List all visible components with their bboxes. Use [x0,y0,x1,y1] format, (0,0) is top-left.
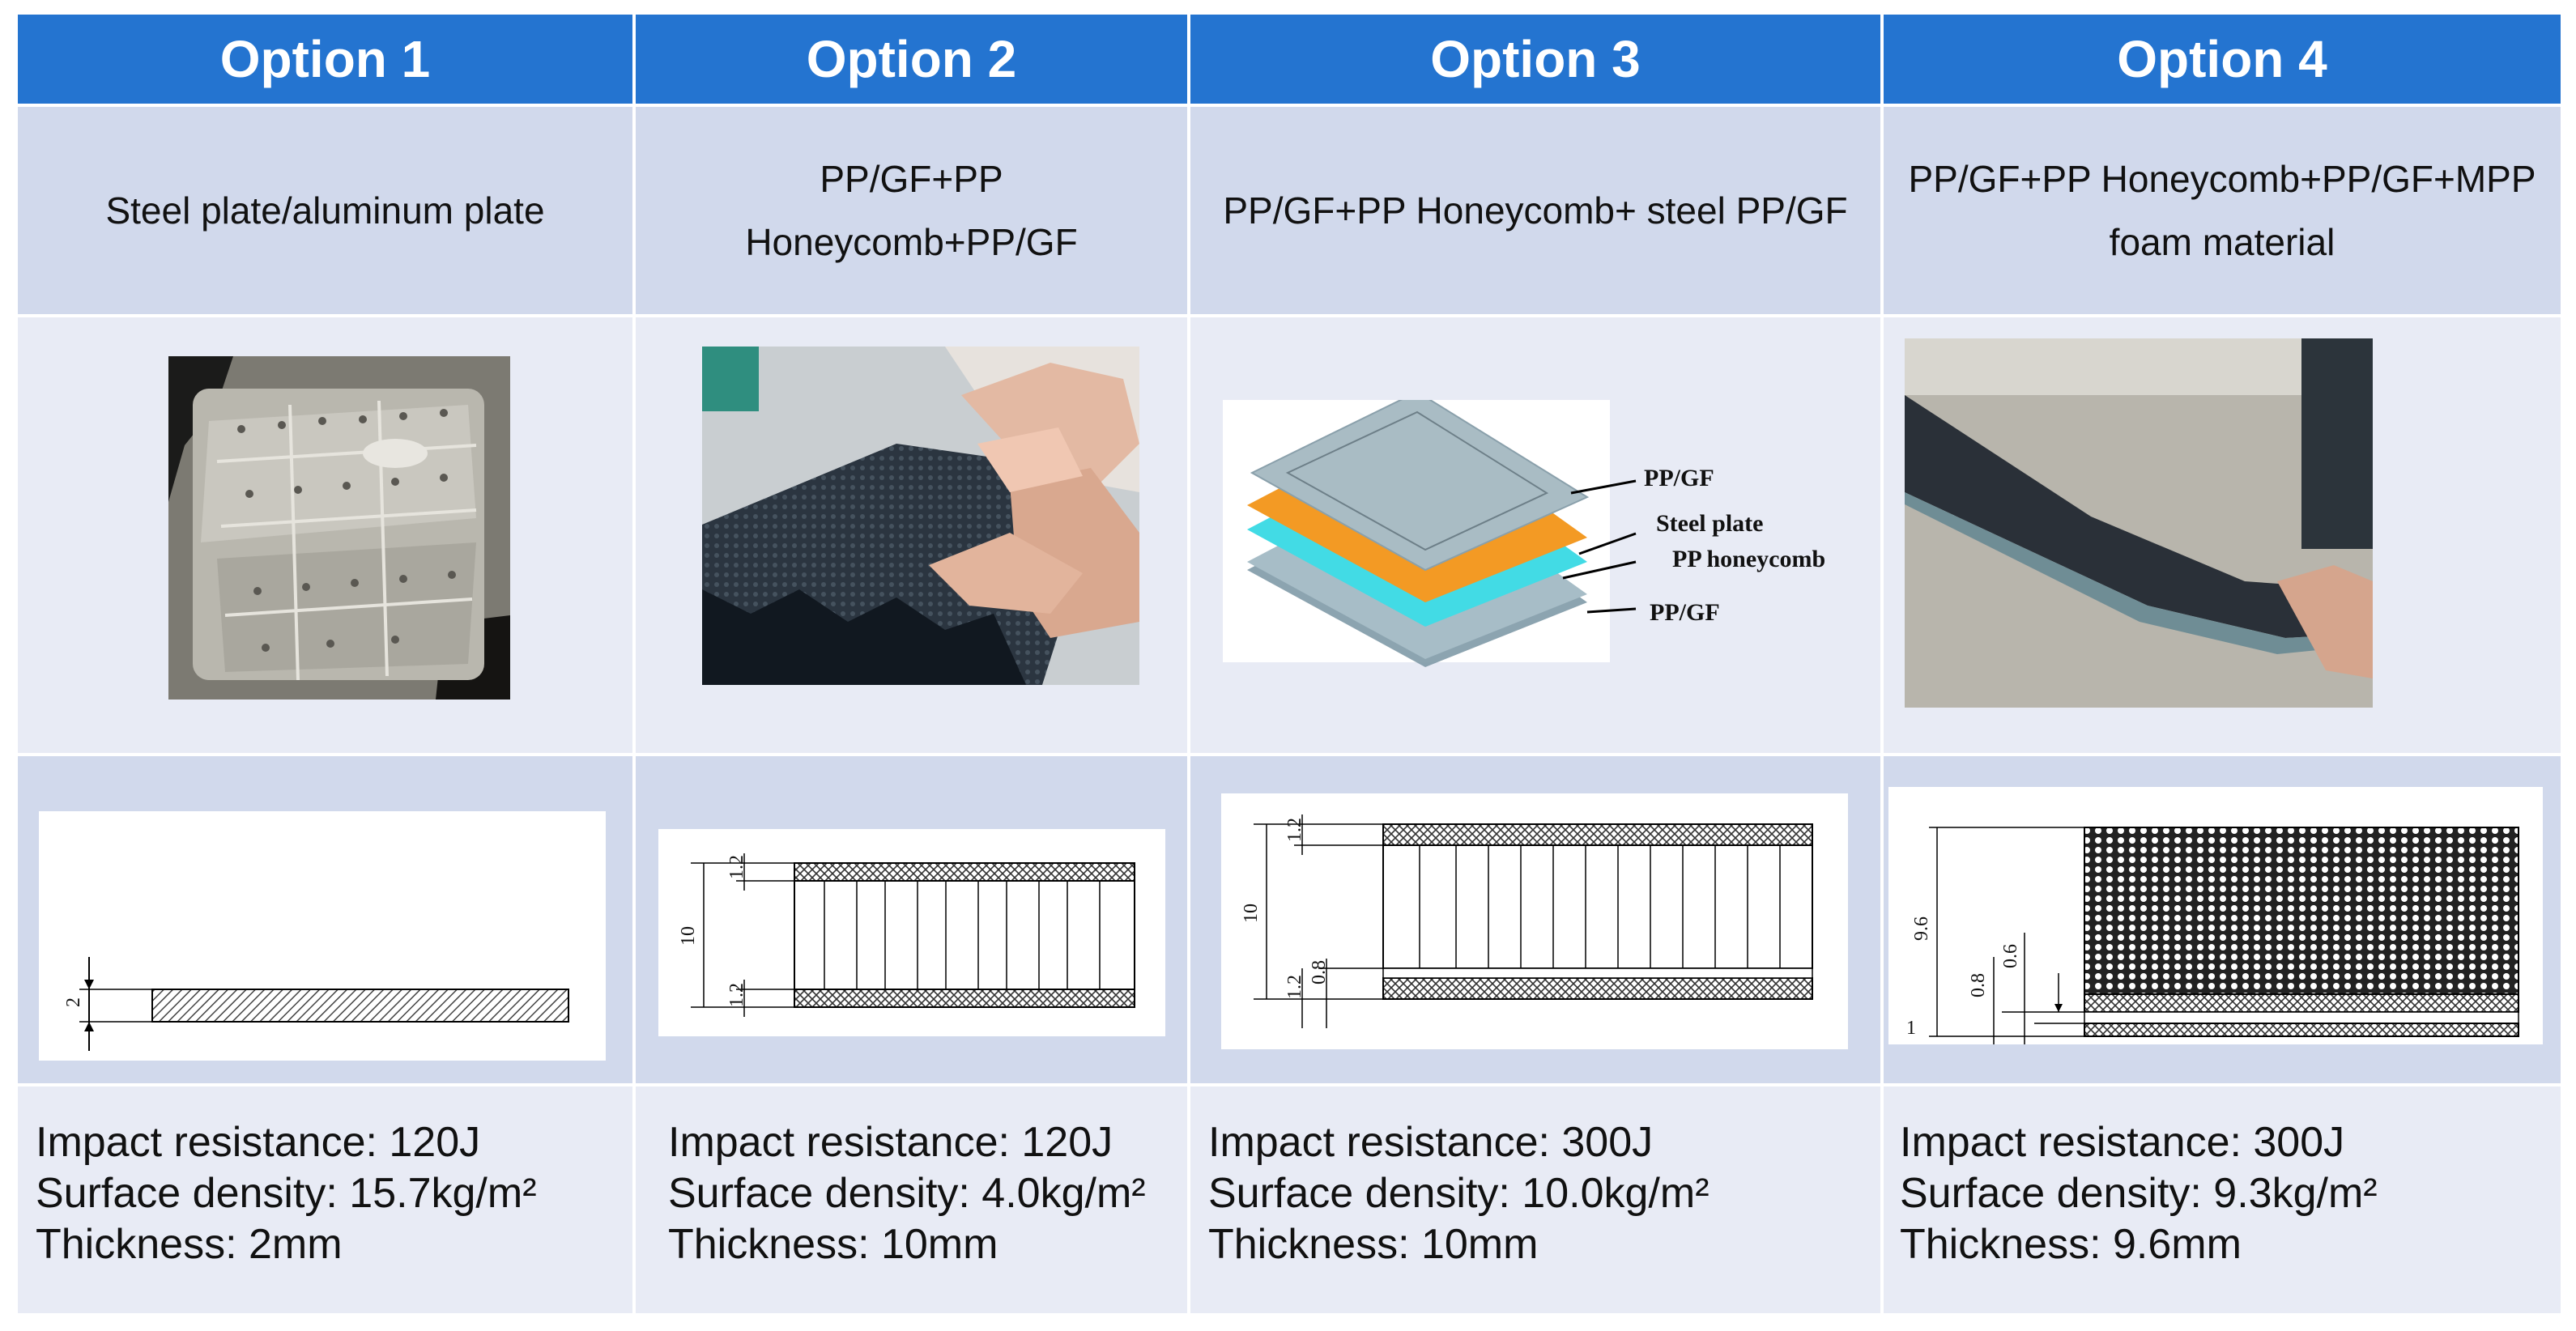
label-bottom-ppgf: PP/GF [1650,599,1720,626]
spec-option-1: Impact resistance: 120J Surface density:… [18,1086,632,1313]
surface-density: Surface density: 9.3kg/m² [1900,1170,2378,1217]
desc-option-2: PP/GF+PP Honeycomb+PP/GF [636,107,1187,314]
thickness: Thickness: 10mm [1208,1221,1539,1268]
desc-line: PP/GF+PP Honeycomb+ steel PP/GF [1223,189,1848,232]
dim-total: 10 [678,926,699,946]
drawing-cell-option-1: 2 [18,756,632,1083]
header-option-2: Option 2 [636,15,1187,104]
aluminum-plate-photo [168,356,510,700]
desc-option-1: Steel plate/aluminum plate [18,107,632,314]
surface-density: Surface density: 10.0kg/m² [1208,1170,1710,1217]
foam-panel-photo [1905,338,2373,708]
header-option-3: Option 3 [1190,15,1880,104]
dim-total: 10 [1241,904,1262,923]
section-drawing-option-2: 1.2 10 1.2 [658,829,1165,1036]
desc-line: PP/GF+PP Honeycomb+PP/GF+MPP [1908,158,2536,200]
desc-line: PP/GF+PP [820,158,1003,200]
label-top-ppgf: PP/GF [1644,465,1714,491]
desc-option-3: PP/GF+PP Honeycomb+ steel PP/GF [1190,107,1880,314]
impact-resistance: Impact resistance: 120J [36,1119,481,1166]
comparison-table: Option 1 Option 2 Option 3 Option 4 Stee… [18,15,2561,1313]
header-option-4: Option 4 [1884,15,2561,104]
desc-line: foam material [2109,221,2335,263]
image-cell-option-1 [18,317,632,753]
layer-stack-diagram: PP/GF Steel plate PP honeycomb PP/GF [1223,400,1825,667]
dim-steel: 0.6 [2000,944,2021,968]
section-drawing-option-4: 9.6 0.8 0.6 1 [1888,787,2543,1044]
spec-option-4: Impact resistance: 300J Surface density:… [1884,1086,2561,1313]
drawing-cell-option-4: 9.6 0.8 0.6 1 [1884,756,2561,1083]
label-steel-plate: Steel plate [1656,510,1763,537]
surface-density: Surface density: 4.0kg/m² [668,1170,1146,1217]
section-drawing-option-3: 1.2 10 1.2 0.8 [1221,793,1848,1049]
impact-resistance: Impact resistance: 300J [1900,1119,2345,1166]
thickness: Thickness: 9.6mm [1900,1221,2242,1268]
desc-option-4: PP/GF+PP Honeycomb+PP/GF+MPP foam materi… [1884,107,2561,314]
image-cell-option-2 [636,317,1187,753]
dim-skin: 0.8 [1968,973,1989,997]
dim-bottom: 1 [1906,1018,1916,1039]
image-cell-option-3: PP/GF Steel plate PP honeycomb PP/GF [1190,317,1880,753]
dim-total: 9.6 [1911,916,1932,941]
thickness: Thickness: 10mm [668,1221,998,1268]
drawing-cell-option-3: 1.2 10 1.2 0.8 [1190,756,1880,1083]
dim-steel: 0.8 [1309,960,1330,984]
thickness: Thickness: 2mm [36,1221,343,1268]
section-drawing-option-1: 2 [39,811,606,1061]
impact-resistance: Impact resistance: 300J [1208,1119,1654,1166]
dim-bottom-skin: 1.2 [726,983,747,1007]
dim-top-skin: 1.2 [1284,818,1305,842]
surface-density: Surface density: 15.7kg/m² [36,1170,537,1217]
desc-line: Steel plate/aluminum plate [105,189,545,232]
dim-top-skin: 1.2 [726,855,747,879]
spec-option-3: Impact resistance: 300J Surface density:… [1190,1086,1880,1313]
dim-bottom-skin: 1.2 [1284,975,1305,999]
honeycomb-panel-photo [702,347,1139,685]
dim-thickness: 2 [63,997,84,1007]
drawing-cell-option-2: 1.2 10 1.2 [636,756,1187,1083]
desc-line: Honeycomb+PP/GF [745,221,1078,263]
image-cell-option-4 [1884,317,2561,753]
spec-option-2: Impact resistance: 120J Surface density:… [636,1086,1187,1313]
label-pp-honeycomb: PP honeycomb [1672,546,1825,572]
impact-resistance: Impact resistance: 120J [668,1119,1113,1166]
header-option-1: Option 1 [18,15,632,104]
